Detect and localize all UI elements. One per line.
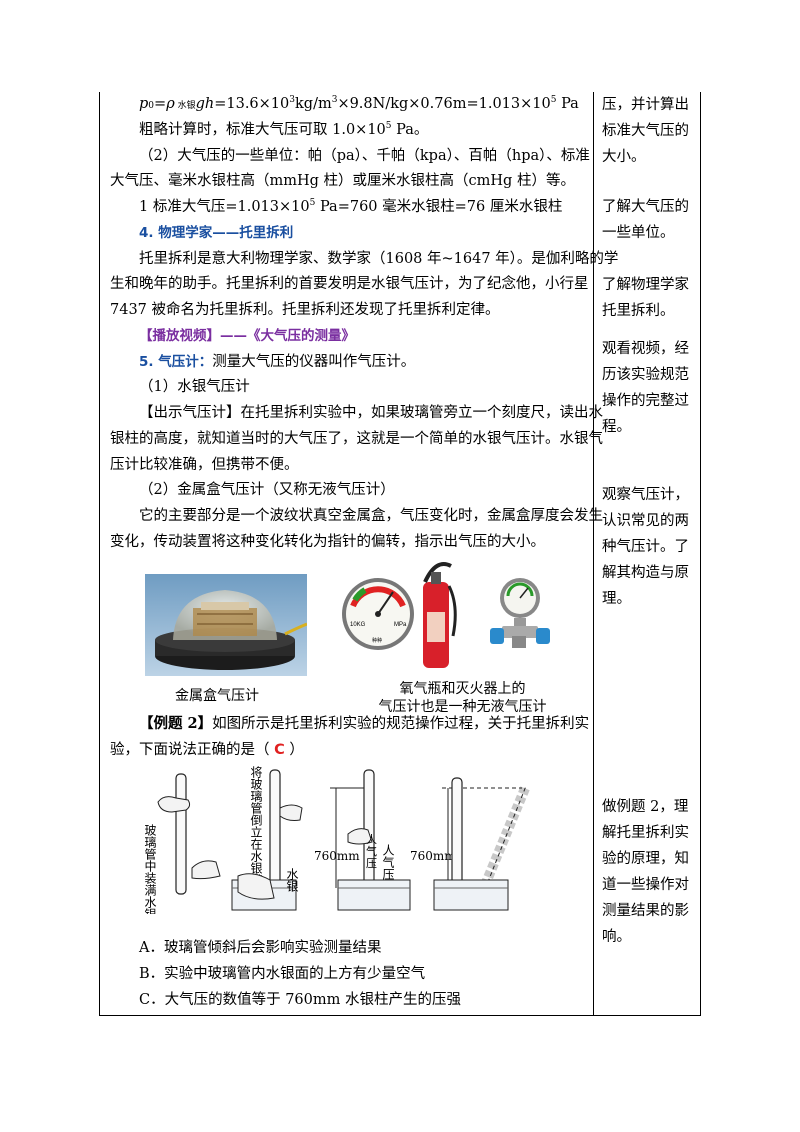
- torricelli-line-3: 7437 被命名为托里拆利。托里拆利还发现了托里拆利定律。: [110, 302, 500, 318]
- side-note-line: 种气压计。了: [602, 539, 689, 555]
- side-note-line: 了解物理学家: [602, 277, 689, 293]
- caption-metal-barometer: 金属盒气压计: [175, 688, 259, 704]
- rough-line: 粗略计算时，标准大气压可取 1.0×105 Pa。: [139, 121, 429, 139]
- side-note-line: 测量结果的影: [602, 903, 689, 919]
- side-note-line: 一些单位。: [602, 225, 675, 241]
- side-note-line: 大小。: [602, 149, 646, 165]
- side-note-line: 托里拆利。: [602, 303, 675, 319]
- units-line-2: 大气压、毫米水银柱高（mmHg 柱）或厘米水银柱高（cmHg 柱）等。: [110, 173, 575, 189]
- svg-text:种种: 种种: [372, 637, 382, 644]
- side-note-line: 标准大气压的: [602, 123, 689, 139]
- option-b: B．实验中玻璃管内水银面的上方有少量空气: [139, 966, 426, 982]
- mercury-line-2: 银柱的高度，就知道当时的大气压了，这就是一个简单的水银气压计。水银气: [110, 431, 603, 447]
- svg-text:玻璃管中装满水银: 玻璃管中装满水银: [143, 824, 157, 914]
- panel-invert-tube: 将玻璃管倒立在水银槽中 水银: [231, 766, 303, 911]
- side-note-line: 压，并计算出: [602, 97, 689, 113]
- formula-line: p0=ρ 水银gh=13.6×103kg/m3×9.8N/kg×0.76m=1.…: [139, 95, 579, 113]
- option-c: C．大气压的数值等于 760mm 水银柱产生的压强: [139, 992, 461, 1008]
- option-a: A．玻璃管倾斜后会影响实验测量结果: [139, 940, 382, 956]
- side-note-calc: 压，并计算出标准大气压的大小。: [602, 92, 689, 170]
- torricelli-line-2: 生和晚年的助手。托里拆利的首要发明是水银气压计，为了纪念他，小行星: [110, 276, 589, 292]
- torricelli-line-1: 托里拆利是意大利物理学家、数学家（1608 年~1647 年）。是伽利略的学: [139, 251, 619, 267]
- side-note-line: 了解大气压的: [602, 199, 689, 215]
- video-link[interactable]: 【播放视频】——《大气压的测量》: [139, 328, 355, 344]
- metal-line-2: 变化，传动装置将这种变化转化为指针的偏转，指示出气压的大小。: [110, 534, 545, 550]
- side-note-physicist: 了解物理学家托里拆利。: [602, 272, 689, 324]
- side-note-line: 操作的完整过: [602, 393, 689, 409]
- svg-text:760mm: 760mm: [410, 849, 456, 863]
- side-note-line: 响。: [602, 929, 631, 945]
- svg-text:MPa: MPa: [394, 622, 407, 628]
- answer-mark: C: [274, 742, 285, 758]
- side-note-line: 验的原理，知: [602, 851, 689, 867]
- oxygen-gauge-photo: [490, 578, 550, 648]
- side-note-line: 程。: [602, 419, 631, 435]
- side-note-line: 历该实验规范: [602, 367, 689, 383]
- side-note-line: 观看视频，经: [602, 341, 689, 357]
- metal-line-1: 它的主要部分是一个波纹状真空金属盒，气压变化时，金属盒厚度会发生: [139, 508, 603, 524]
- standard-pressure-line: 1 标准大气压=1.013×105 Pa=760 毫米水银柱=76 厘米水银柱: [139, 198, 563, 216]
- side-note-line: 道一些操作对: [602, 877, 689, 893]
- extinguisher-gauge-photo: 10KG MPa 种种: [342, 562, 457, 668]
- side-note-example: 做例题 2，理解托里拆利实验的原理，知道一些操作对测量结果的影响。: [602, 794, 689, 950]
- side-note-line: 解托里拆利实: [602, 825, 689, 841]
- metal-box-barometer-photo: [145, 574, 307, 676]
- svg-text:10KG: 10KG: [350, 622, 366, 628]
- panel-measure: 760mm 人气压: [314, 769, 411, 911]
- side-note-barometers: 观察气压计， 认识常见的两种气压计。了解其构造与原理。: [602, 482, 689, 612]
- mercury-line-3: 压计比较准确，但携带不便。: [110, 457, 299, 473]
- side-note-video: 观看视频，经历该实验规范操作的完整过程。: [602, 336, 689, 440]
- heading-barometer: 5. 气压计：测量大气压的仪器叫作气压计。: [139, 354, 416, 370]
- side-note-line: 做例题 2，理: [602, 799, 689, 815]
- side-note-line: 观察气压计，: [602, 487, 689, 503]
- svg-text:水银: 水银: [285, 868, 299, 892]
- column-divider: [593, 92, 594, 1016]
- mercury-barometer-title: （1）水银气压计: [139, 379, 250, 395]
- svg-text:将玻璃管倒立在水银槽中: 将玻璃管倒立在水银槽中: [249, 766, 263, 898]
- side-note-units: 了解大气压的一些单位。: [602, 194, 689, 246]
- svg-text:人气压: 人气压: [381, 844, 395, 880]
- side-note-line: 理。: [602, 591, 631, 607]
- side-note-line: 认识常见的两: [602, 513, 689, 529]
- panel-fill-tube: 玻璃管中装满水银: [143, 773, 221, 914]
- mercury-line-1: 【出示气压计】在托里拆利实验中，如果玻璃管旁立一个刻度尺，读出水: [139, 405, 603, 421]
- panel-tilt: 760mm: [410, 777, 531, 911]
- metal-barometer-title: （2）金属盒气压计（又称无液气压计）: [139, 482, 395, 498]
- units-line-1: （2）大气压的一些单位：帕（pa）、千帕（kpa）、百帕（hpa）、标准: [139, 148, 590, 164]
- caption-gauges: 氧气瓶和灭火器上的 气压计也是一种无液气压计: [378, 681, 547, 715]
- torricelli-diagram: 玻璃管中装满水银 将玻璃管倒立在水银槽中 水银 760mm 人气压 760mm: [143, 766, 531, 914]
- air-pressure-label: 人气压: [366, 833, 377, 870]
- table-frame: [99, 92, 701, 1016]
- example-2-line-2: 验，下面说法正确的是（ C ）: [110, 742, 304, 758]
- svg-text:760mm: 760mm: [314, 849, 360, 863]
- side-note-line: 解其构造与原: [602, 565, 689, 581]
- heading-torricelli: 4. 物理学家——托里拆利: [139, 225, 294, 241]
- example-2-line-1: 【例题 2】如图所示是托里拆利实验的规范操作过程，关于托里拆利实: [139, 715, 590, 732]
